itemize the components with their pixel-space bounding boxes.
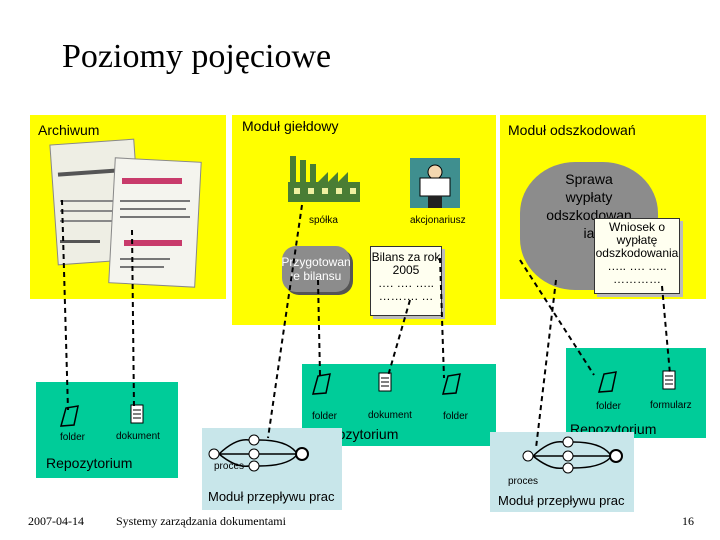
workflow-graph-2 <box>520 434 630 474</box>
process-prepare-balance-label: Przygotowan ie bilansu <box>281 255 351 283</box>
slide-title: Poziomy pojęciowe <box>62 38 332 75</box>
folder-label: folder <box>443 411 469 422</box>
workflow-module-2 <box>490 432 634 512</box>
claim-request-title: Wniosek o wypłatę odszkodowania <box>595 220 679 260</box>
process-label: proces <box>214 461 245 472</box>
balance-document-title: Bilans za rok 2005 <box>371 250 441 277</box>
form-icon <box>662 370 676 390</box>
balance-document-line1: …. …. ….. <box>377 276 434 290</box>
folder-icon <box>596 370 620 394</box>
document-label: dokument <box>116 431 160 442</box>
stock-module-label: Moduł giełdowy <box>242 118 339 134</box>
archive-photo <box>49 138 202 290</box>
workflow-graph-1 <box>206 432 316 472</box>
slide-date: 2007-04-14 <box>28 514 84 528</box>
folder-label: folder <box>596 401 622 412</box>
process-label: proces <box>508 476 539 487</box>
workflow-module-1 <box>202 428 342 510</box>
claim-request-document: Wniosek o wypłatę odszkodowania ….. …. …… <box>594 218 680 294</box>
folder-icon <box>440 372 464 396</box>
company-label: spółka <box>309 215 338 226</box>
folder-label: folder <box>60 432 86 443</box>
claims-module-label: Moduł odszkodowań <box>508 122 636 138</box>
slide-page-number: 16 <box>682 514 694 528</box>
slide-footer: Systemy zarządzania dokumentami <box>116 514 286 528</box>
factory-icon <box>286 152 362 204</box>
folder-label: folder <box>312 411 338 422</box>
document-label: dokument <box>368 410 412 421</box>
balance-document-line2: ………. … <box>378 289 434 303</box>
folder-icon <box>310 372 334 396</box>
workflow-module-label: Moduł przepływu prac <box>208 489 335 504</box>
claim-request-line1: ….. …. ….. <box>607 259 667 273</box>
shareholder-icon <box>410 158 460 208</box>
repository-label: Repozytorium <box>46 455 133 471</box>
document-icon <box>378 372 392 392</box>
archive-repository <box>36 382 178 478</box>
archive-label: Archiwum <box>38 122 100 138</box>
folder-icon <box>58 404 82 428</box>
workflow-module-label: Moduł przepływu prac <box>498 493 625 508</box>
claim-case-label: Sprawa wypłaty odszkodowan ia <box>546 171 632 241</box>
balance-document: Bilans za rok 2005 …. …. ….. ………. … <box>370 246 442 316</box>
process-prepare-balance: Przygotowan ie bilansu <box>281 246 351 292</box>
document-icon <box>130 404 144 424</box>
shareholder-label: akcjonariusz <box>410 215 466 226</box>
claim-request-line2: ………… <box>613 272 661 286</box>
form-label: formularz <box>650 400 692 411</box>
